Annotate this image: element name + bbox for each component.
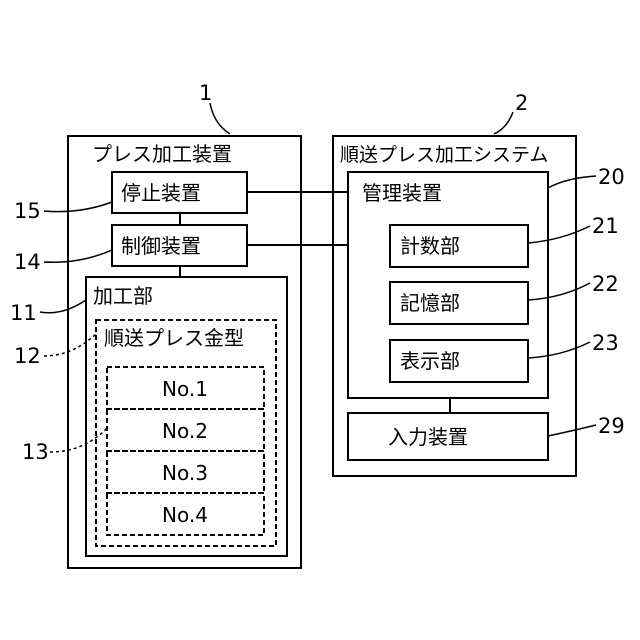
press-device-title: プレス加工装置 <box>92 142 232 166</box>
stop-device-label: 停止装置 <box>121 181 201 205</box>
leader-20 <box>548 176 596 188</box>
leader-11 <box>40 300 86 313</box>
leader-15 <box>44 202 112 212</box>
ref-15: 15 <box>14 199 41 223</box>
stage-label-3: No.3 <box>162 461 208 485</box>
system-title: 順送プレス加工システム <box>340 144 548 166</box>
leader-22 <box>528 283 590 300</box>
die-label: 順送プレス金型 <box>104 326 244 350</box>
leader-12 <box>44 334 96 356</box>
management-device-label: 管理装置 <box>362 181 442 205</box>
ref-11: 11 <box>10 301 37 325</box>
leader-14 <box>44 250 112 262</box>
stage-label-4: No.4 <box>162 503 208 527</box>
ref-1: 1 <box>199 81 212 105</box>
memory-label: 記憶部 <box>400 291 460 315</box>
leader-29 <box>548 425 596 436</box>
stage-label-1: No.1 <box>162 377 208 401</box>
ref-22: 22 <box>592 272 619 296</box>
counter-label: 計数部 <box>400 234 460 258</box>
leader-21 <box>528 226 590 243</box>
ref-29: 29 <box>598 414 625 438</box>
control-device-label: 制御装置 <box>121 234 201 258</box>
display-label: 表示部 <box>400 349 460 373</box>
leader-1 <box>210 103 230 134</box>
ref-14: 14 <box>14 250 41 274</box>
ref-12: 12 <box>14 344 41 368</box>
processing-unit-label: 加工部 <box>93 284 153 308</box>
leader-23 <box>528 342 590 358</box>
stage-label-2: No.2 <box>162 419 208 443</box>
ref-23: 23 <box>592 331 619 355</box>
leader-13 <box>50 428 107 452</box>
ref-20: 20 <box>598 165 625 189</box>
ref-2: 2 <box>515 91 528 115</box>
input-device-label: 入力装置 <box>388 425 468 449</box>
leader-2 <box>494 112 513 134</box>
ref-13: 13 <box>22 440 49 464</box>
ref-21: 21 <box>592 214 619 238</box>
